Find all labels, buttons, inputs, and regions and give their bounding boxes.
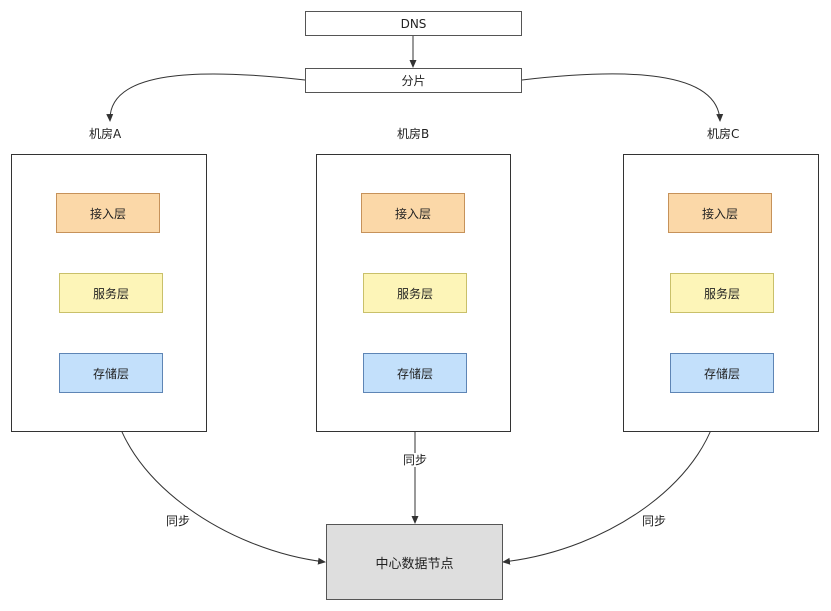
room-c-service-layer: 服务层 [670, 273, 774, 313]
room-a-storage-layer: 存储层 [59, 353, 163, 393]
room-c-service-label: 服务层 [703, 286, 740, 301]
room-a-label: 机房A [89, 127, 122, 141]
room-a-service-layer: 服务层 [59, 273, 163, 313]
edge-shard-to-room-a [106, 73, 306, 122]
central-data-node: 中心数据节点 [326, 524, 503, 600]
dns-label: DNS [400, 16, 427, 31]
room-b-access-layer: 接入层 [361, 193, 465, 233]
sync-label-right: 同步 [641, 514, 668, 528]
sync-label-left: 同步 [165, 514, 192, 528]
room-c-access-label: 接入层 [701, 206, 738, 221]
room-b-storage-layer: 存储层 [363, 353, 467, 393]
room-b-service-label: 服务层 [396, 286, 433, 301]
room-c-access-layer: 接入层 [668, 193, 772, 233]
room-b-label: 机房B [397, 127, 430, 141]
room-c-label: 机房C [707, 127, 740, 141]
shard-node: 分片 [305, 68, 522, 93]
room-c-storage-label: 存储层 [703, 366, 740, 381]
central-data-label: 中心数据节点 [375, 556, 454, 572]
dns-node: DNS [305, 11, 522, 36]
room-b-service-layer: 服务层 [363, 273, 467, 313]
room-a-service-label: 服务层 [92, 286, 129, 301]
room-b-access-label: 接入层 [394, 206, 431, 221]
room-a-storage-label: 存储层 [92, 366, 129, 381]
room-a-access-layer: 接入层 [56, 193, 160, 233]
sync-label-middle: 同步 [402, 453, 429, 467]
shard-label: 分片 [401, 74, 426, 88]
room-b-storage-label: 存储层 [396, 366, 433, 381]
room-c-storage-layer: 存储层 [670, 353, 774, 393]
room-a-access-label: 接入层 [89, 206, 126, 221]
edge-shard-to-room-c [521, 73, 724, 122]
